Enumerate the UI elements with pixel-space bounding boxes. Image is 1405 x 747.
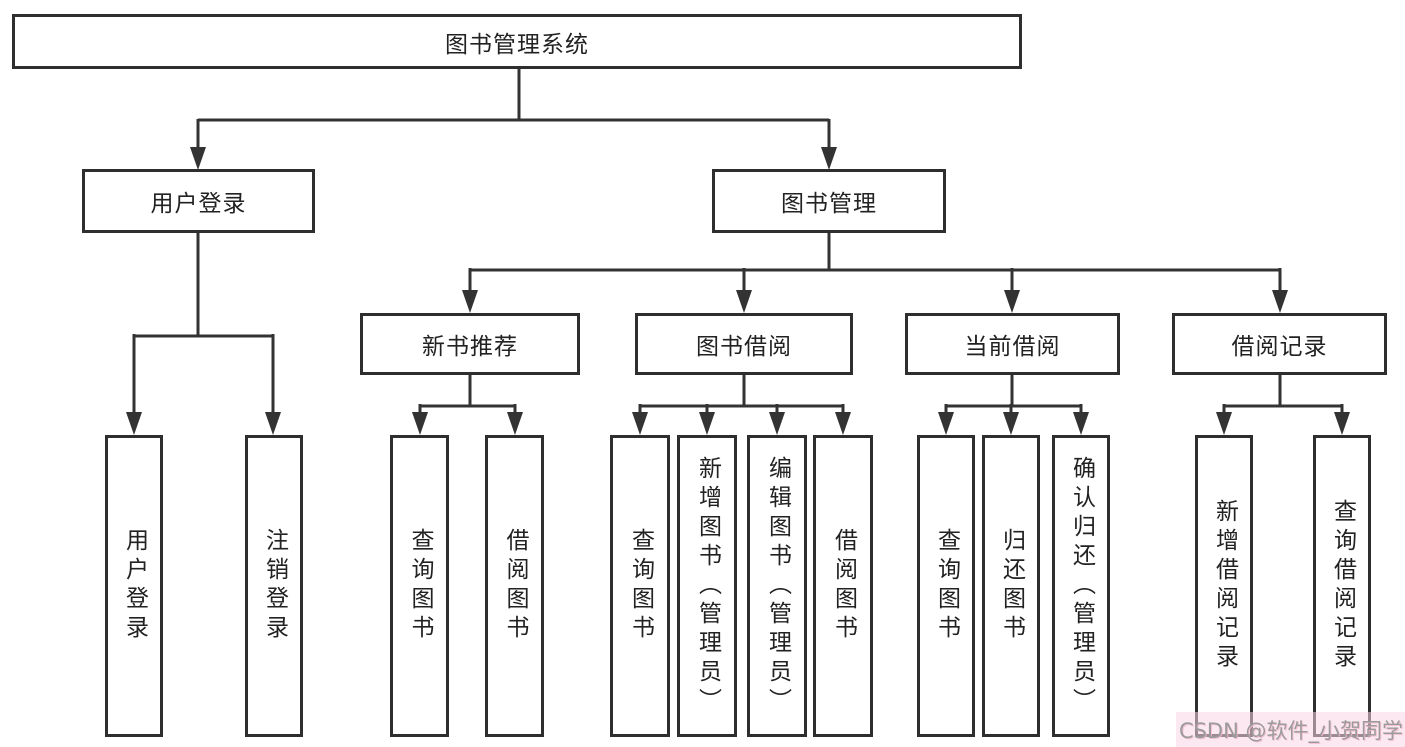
leaf-edit-books-admin: 编辑图书（管理员） bbox=[747, 435, 807, 737]
node-current-borrow: 当前借阅 bbox=[905, 313, 1120, 375]
leaf-logout: 注销登录 bbox=[245, 435, 303, 737]
node-book-borrow: 图书借阅 bbox=[635, 313, 853, 375]
node-root: 图书管理系统 bbox=[12, 14, 1022, 69]
connector-book-management-children bbox=[462, 232, 1288, 313]
leaf-user-login: 用户登录 bbox=[105, 435, 163, 737]
leaf-return-books: 归还图书 bbox=[982, 435, 1040, 737]
node-new-book-recommend: 新书推荐 bbox=[360, 313, 580, 375]
leaf-borrow-books: 借阅图书 bbox=[813, 435, 873, 737]
csdn-watermark: CSDN @软件_小贺同学 bbox=[1176, 712, 1405, 747]
connector-new-book-recommend-children bbox=[412, 374, 523, 435]
leaf-query-books-borrow: 查询图书 bbox=[610, 435, 670, 737]
connector-book-borrow-children bbox=[632, 374, 851, 435]
leaf-borrow-books-recommend: 借阅图书 bbox=[485, 435, 544, 737]
leaf-query-borrow-record: 查询借阅记录 bbox=[1313, 435, 1371, 737]
leaf-confirm-return-admin: 确认归还（管理员） bbox=[1052, 435, 1110, 737]
connector-user-login-children bbox=[126, 232, 281, 435]
node-user-login: 用户登录 bbox=[82, 169, 315, 233]
node-borrow-records: 借阅记录 bbox=[1172, 313, 1387, 375]
leaf-add-books-admin: 新增图书（管理员） bbox=[677, 435, 737, 737]
connector-borrow-records-children bbox=[1216, 374, 1350, 435]
leaf-query-books-current: 查询图书 bbox=[917, 435, 975, 737]
connector-root-to-level1 bbox=[190, 68, 837, 170]
leaf-add-borrow-record: 新增借阅记录 bbox=[1195, 435, 1253, 737]
node-book-management: 图书管理 bbox=[712, 169, 946, 233]
connector-current-borrow-children bbox=[938, 374, 1089, 435]
leaf-query-books-recommend: 查询图书 bbox=[390, 435, 449, 737]
